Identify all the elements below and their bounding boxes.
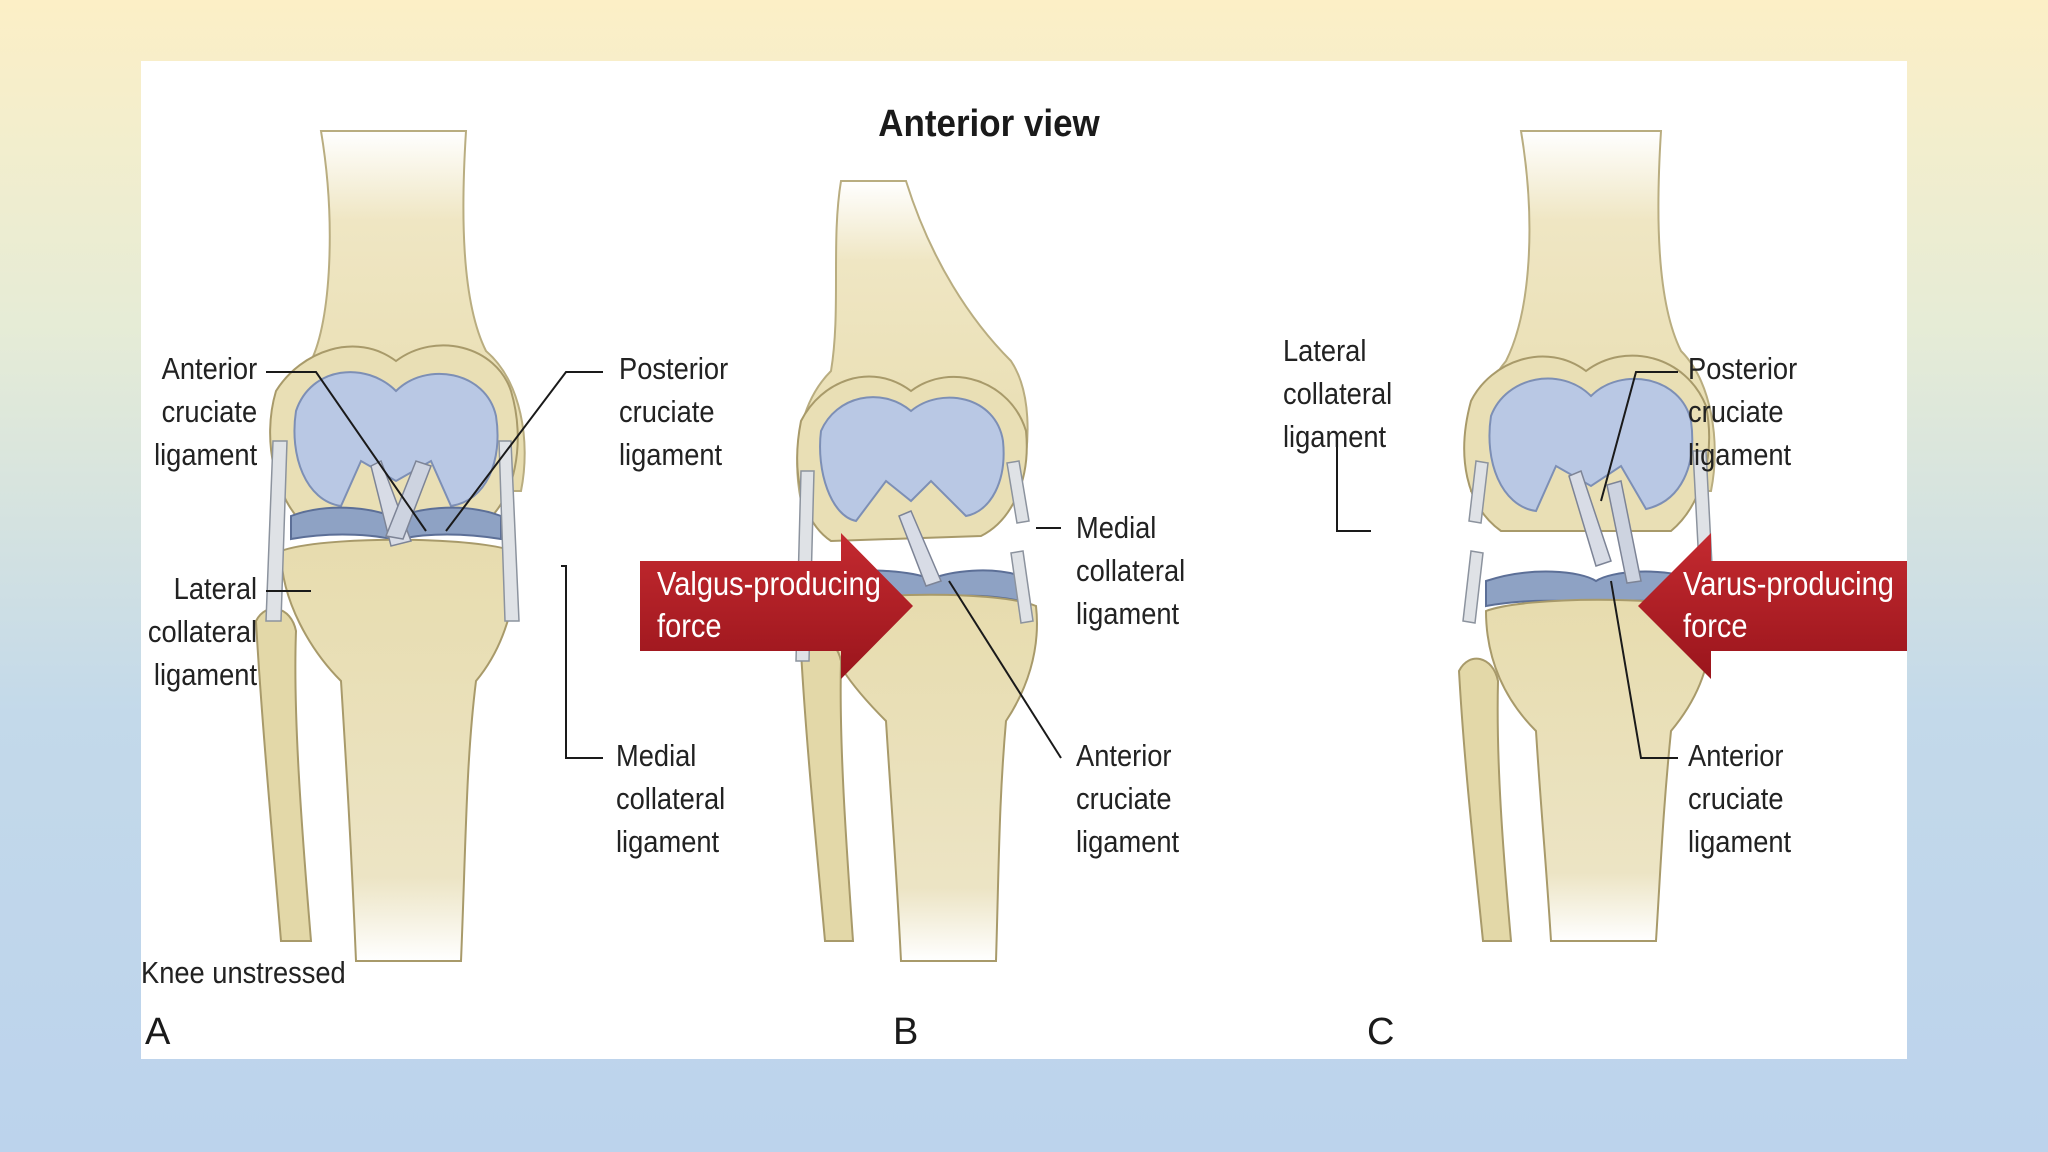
knee-c-drawing <box>1457 130 1717 942</box>
caption-knee-unstressed: Knee unstressed <box>141 955 346 990</box>
leader-lines <box>266 371 1678 759</box>
figure-panel: Anterior view Anterior cruciate ligament… <box>141 61 1907 1059</box>
panel-letter-b: B <box>893 1011 919 1053</box>
label-c-anterior-cruciate-ligament: Anterior cruciate ligament <box>1688 738 1792 859</box>
valgus-force-arrow <box>640 533 913 679</box>
knee-illustration <box>254 130 1907 962</box>
knee-a-drawing <box>254 130 526 962</box>
valgus-force-label: Valgus-producing force <box>657 565 881 644</box>
label-b-anterior-cruciate-ligament: Anterior cruciate ligament <box>1076 738 1180 859</box>
label-c-posterior-cruciate-ligament: Posterior cruciate ligament <box>1688 351 1798 472</box>
panel-letter-c: C <box>1367 1011 1395 1053</box>
label-c-lateral-collateral-ligament: Lateral collateral ligament <box>1283 333 1393 454</box>
panel-letter-a: A <box>145 1011 171 1053</box>
figure-title: Anterior view <box>878 103 1100 145</box>
label-a-anterior-cruciate-ligament: Anterior cruciate ligament <box>153 351 257 472</box>
varus-force-label: Varus-producing force <box>1683 565 1894 644</box>
label-a-medial-collateral-ligament: Medial collateral ligament <box>616 738 726 859</box>
knee-b-drawing <box>795 180 1038 962</box>
label-a-lateral-collateral-ligament: Lateral collateral ligament <box>147 571 257 692</box>
label-b-medial-collateral-ligament: Medial collateral ligament <box>1076 510 1186 631</box>
varus-force-arrow <box>1638 533 1907 679</box>
label-a-posterior-cruciate-ligament: Posterior cruciate ligament <box>619 351 729 472</box>
